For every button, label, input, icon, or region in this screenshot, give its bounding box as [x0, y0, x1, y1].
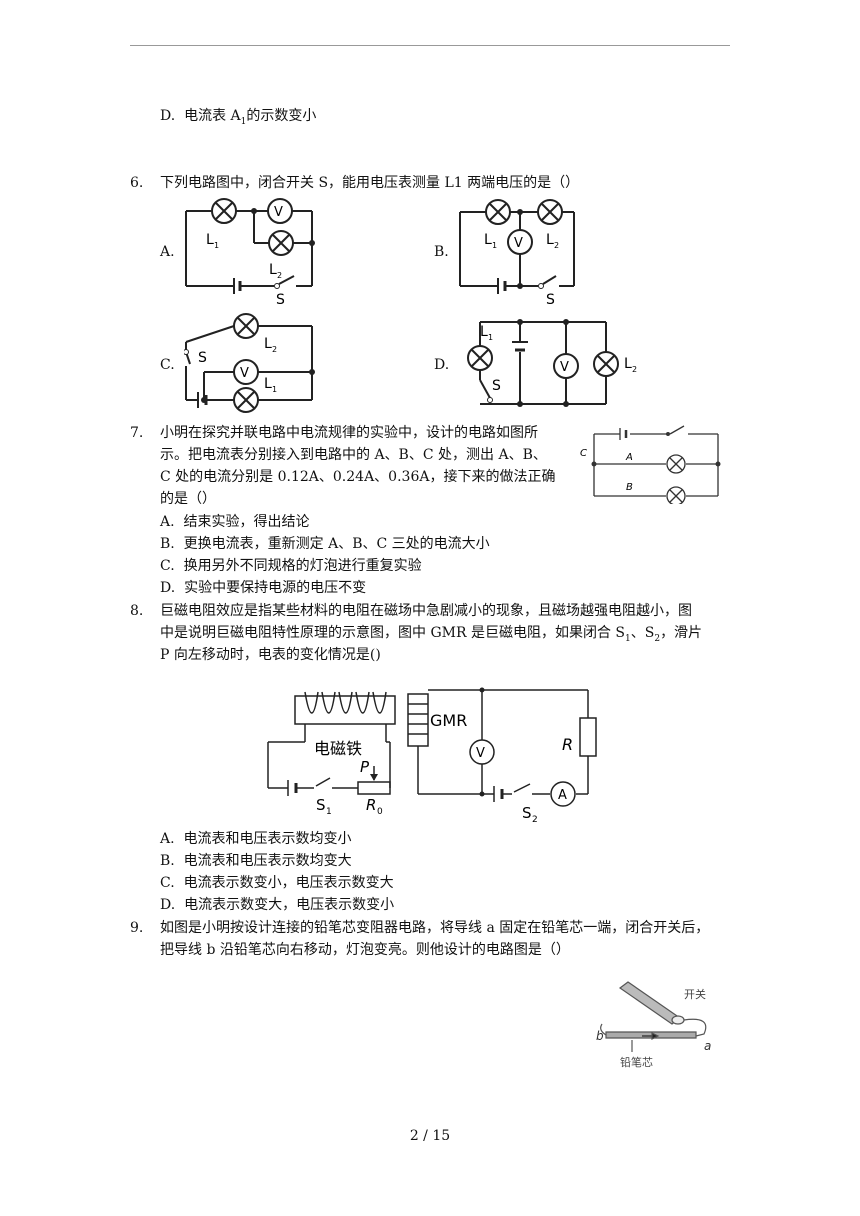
svg-text:S: S — [316, 796, 326, 814]
svg-text:L: L — [264, 376, 272, 392]
svg-text:L: L — [546, 232, 554, 248]
q8-option-c: C. 电流表示数变小，电压表示数变大 — [160, 875, 394, 891]
svg-text:B: B — [626, 482, 633, 493]
q8-stem-line2: 中是说明巨磁电阻特性原理的示意图，图中 GMR 是巨磁电阻，如果闭合 S1、S2… — [160, 625, 703, 644]
svg-text:1: 1 — [326, 807, 332, 817]
svg-text:GMR: GMR — [430, 711, 467, 730]
svg-text:2: 2 — [632, 365, 637, 374]
q6-stem: 下列电路图中，闭合开关 S，能用电压表测量 L1 两端电压的是（） — [160, 175, 580, 191]
svg-text:a: a — [704, 1039, 711, 1053]
q6-number: 6. — [130, 175, 144, 191]
q8-stem-line3: P 向左移动时，电表的变化情况是() — [160, 647, 381, 663]
svg-text:S: S — [276, 292, 285, 306]
svg-text:铅笔芯: 铅笔芯 — [620, 1055, 653, 1069]
svg-text:C: C — [580, 448, 587, 459]
svg-text:S: S — [522, 804, 532, 822]
q7-option-d: D. 实验中要保持电源的电压不变 — [160, 580, 367, 596]
svg-text:A: A — [558, 788, 567, 803]
svg-text:1: 1 — [214, 241, 219, 250]
svg-text:S: S — [492, 378, 501, 394]
svg-text:2: 2 — [554, 241, 559, 250]
svg-text:开关: 开关 — [684, 987, 706, 1001]
q7-number: 7. — [130, 425, 144, 441]
q9-pencil-lead-figure: 开关 b a 铅笔芯 — [596, 981, 711, 1069]
q8-option-b: B. 电流表和电压表示数均变大 — [160, 853, 352, 869]
svg-text:R: R — [366, 796, 376, 814]
svg-text:V: V — [514, 236, 523, 251]
svg-text:V: V — [476, 746, 485, 761]
svg-text:V: V — [560, 360, 569, 375]
q7-stem-line4: 的是（） — [160, 491, 216, 507]
q8-option-d: D. 电流表示数变大，电压表示数变小 — [160, 897, 395, 913]
q9-number: 9. — [130, 920, 144, 936]
svg-text:2: 2 — [532, 815, 538, 824]
svg-text:R: R — [562, 735, 573, 754]
svg-text:L: L — [480, 324, 488, 340]
svg-text:电磁铁: 电磁铁 — [314, 739, 362, 758]
q7-stem-line2: 示。把电流表分别接入到电路中的 A、B、C 处，测出 A、B、 — [160, 447, 547, 463]
header-rule — [130, 45, 730, 46]
q8-option-a: A. 电流表和电压表示数均变小 — [160, 831, 352, 847]
svg-text:L: L — [264, 336, 272, 352]
q9-stem-line2: 把导线 b 沿铅笔芯向右移动，灯泡变亮。则他设计的电路图是（） — [160, 942, 570, 958]
q7-option-b: B. 更换电流表，重新测定 A、B、C 三处的电流大小 — [160, 536, 490, 552]
svg-text:V: V — [240, 366, 249, 381]
svg-text:1: 1 — [272, 385, 277, 394]
q7-option-c: C. 换用另外不同规格的灯泡进行重复实验 — [160, 558, 422, 574]
svg-text:1: 1 — [488, 333, 493, 342]
svg-text:P: P — [360, 758, 370, 776]
q7-stem-line3: C 处的电流分别是 0.12A、0.24A、0.36A，接下来的做法正确 — [160, 469, 556, 485]
svg-text:L: L — [624, 356, 632, 372]
svg-text:b: b — [596, 1029, 604, 1043]
svg-text:L: L — [206, 232, 214, 248]
svg-text:L: L — [269, 262, 277, 278]
q7-circuit-figure: C A B — [580, 425, 721, 504]
svg-text:S: S — [198, 350, 207, 366]
svg-text:1: 1 — [492, 241, 497, 250]
svg-text:0: 0 — [377, 807, 383, 817]
q6-label-d: D. — [434, 357, 450, 373]
q8-stem-line1: 巨磁电阻效应是指某些材料的电阻在磁场中急剧减小的现象，且磁场越强电阻越小，图 — [160, 603, 692, 619]
q7-stem-line1: 小明在探究并联电路中电流规律的实验中，设计的电路如图所 — [160, 425, 538, 441]
svg-text:2: 2 — [272, 345, 277, 354]
q6-label-c: C. — [160, 357, 175, 373]
q9-stem-line1: 如图是小明按设计连接的铅笔芯变阻器电路，将导线 a 固定在铅笔芯一端，闭合开关后… — [160, 920, 710, 936]
svg-text:V: V — [274, 205, 283, 220]
q5-option-d: D. 电流表 A1的示数变小 — [160, 108, 317, 127]
svg-text:A: A — [625, 452, 633, 463]
page-number: 2 / 15 — [409, 1128, 451, 1144]
svg-text:L: L — [484, 232, 492, 248]
q6-label-b: B. — [434, 244, 449, 260]
svg-text:2: 2 — [277, 271, 282, 280]
q7-option-a: A. 结束实验，得出结论 — [160, 514, 310, 530]
q8-number: 8. — [130, 603, 144, 619]
svg-text:S: S — [546, 292, 555, 306]
q6-label-a: A. — [160, 244, 175, 260]
